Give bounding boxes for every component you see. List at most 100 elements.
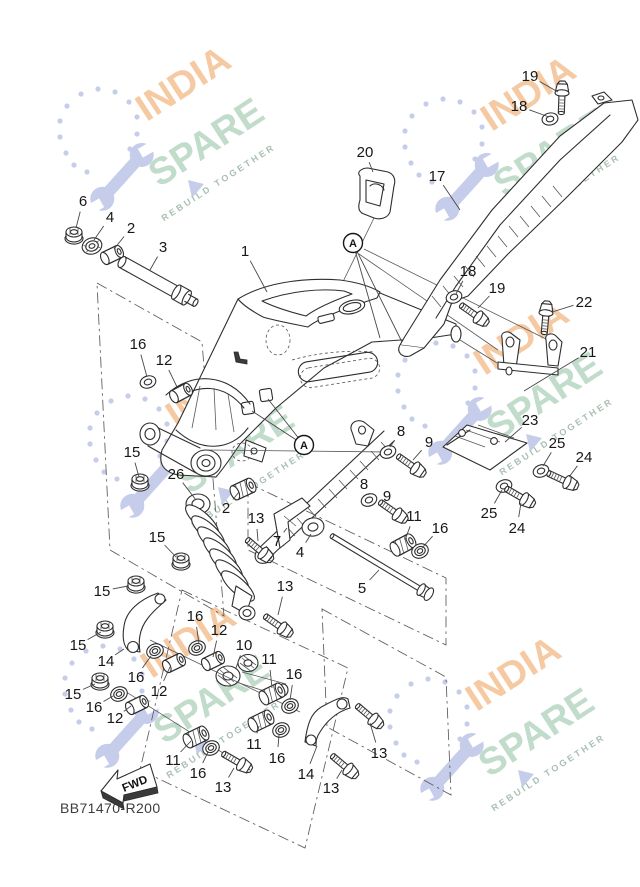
chain-case-part bbox=[273, 497, 311, 549]
callout-label-12: 12 bbox=[107, 710, 124, 727]
leader-line bbox=[235, 655, 241, 669]
nut-15 bbox=[90, 672, 110, 691]
fwd-arrow: FWD bbox=[100, 763, 159, 810]
callout-label-25: 25 bbox=[549, 435, 566, 452]
callout-label-1: 1 bbox=[241, 243, 249, 260]
leader-line bbox=[568, 465, 578, 478]
callout-label-22: 22 bbox=[576, 294, 593, 311]
callout-label-15: 15 bbox=[149, 529, 166, 546]
leader-line bbox=[269, 669, 273, 689]
orientation-mark bbox=[233, 351, 248, 365]
callout-label-16: 16 bbox=[269, 750, 286, 767]
leader-line bbox=[277, 596, 283, 616]
callout-label-13: 13 bbox=[248, 510, 265, 527]
tie-rod-part bbox=[329, 533, 435, 602]
leader-line bbox=[164, 544, 177, 558]
callout-label-2: 2 bbox=[222, 500, 230, 517]
leader-line bbox=[523, 357, 579, 392]
nut-15 bbox=[126, 575, 146, 594]
leader-line bbox=[542, 452, 552, 467]
callout-label-19: 19 bbox=[489, 280, 506, 297]
leader-line bbox=[369, 569, 380, 581]
leader-line bbox=[477, 295, 490, 309]
view-markers-layer: A A bbox=[251, 232, 403, 456]
callout-label-18: 18 bbox=[511, 98, 528, 115]
callout-label-15: 15 bbox=[94, 583, 111, 600]
callout-label-11: 11 bbox=[406, 508, 422, 525]
marker-leader-line bbox=[355, 252, 381, 339]
bushing-2 bbox=[227, 476, 259, 502]
callout-label-20: 20 bbox=[357, 144, 374, 161]
bolt-9 bbox=[392, 449, 430, 482]
callout-label-16: 16 bbox=[286, 666, 303, 683]
leader-line bbox=[163, 666, 171, 682]
washer-8 bbox=[377, 442, 399, 462]
leader-line bbox=[442, 184, 461, 211]
leader-line bbox=[82, 683, 96, 690]
nut-15 bbox=[95, 620, 115, 639]
leader-lines-layer bbox=[75, 81, 579, 779]
callout-label-11: 11 bbox=[165, 752, 181, 769]
callout-label-13: 13 bbox=[215, 779, 232, 796]
callout-label-26: 26 bbox=[168, 466, 185, 483]
callout-label-16: 16 bbox=[130, 336, 147, 353]
callout-label-25: 25 bbox=[481, 505, 498, 522]
bolt-24 bbox=[501, 481, 539, 512]
watermark-tile: INDIA SPARE REBUILD TOGETHER bbox=[57, 38, 277, 223]
group-boxes bbox=[96, 282, 452, 849]
callout-label-23: 23 bbox=[522, 412, 539, 429]
shock-absorber-part bbox=[185, 493, 256, 621]
leader-line bbox=[368, 162, 374, 173]
leader-line bbox=[504, 426, 522, 443]
leader-line bbox=[309, 745, 318, 764]
callout-label-6: 6 bbox=[79, 193, 87, 210]
leader-line bbox=[140, 354, 148, 378]
callout-label-12: 12 bbox=[151, 683, 168, 700]
leader-line bbox=[256, 725, 260, 734]
callout-label-4: 4 bbox=[106, 209, 114, 226]
callout-label-13: 13 bbox=[371, 745, 388, 762]
leader-line bbox=[529, 109, 550, 118]
callout-label-11: 11 bbox=[261, 651, 277, 668]
leader-line bbox=[551, 304, 574, 313]
bracket-part bbox=[497, 331, 563, 376]
marker-leader-line bbox=[267, 398, 299, 438]
leader-line bbox=[114, 648, 125, 656]
relay-arm-part bbox=[122, 592, 351, 747]
marker-leader-line bbox=[356, 251, 403, 343]
leader-line bbox=[228, 767, 235, 778]
callout-label-13: 13 bbox=[277, 578, 294, 595]
callout-label-21: 21 bbox=[580, 344, 597, 361]
callout-label-10: 10 bbox=[236, 637, 253, 654]
leader-line bbox=[518, 502, 522, 518]
callout-label-8: 8 bbox=[360, 476, 368, 493]
callout-label-16: 16 bbox=[128, 669, 145, 686]
leader-line bbox=[142, 655, 152, 669]
callout-label-15: 15 bbox=[70, 637, 87, 654]
leader-line bbox=[202, 751, 209, 764]
callout-label-14: 14 bbox=[98, 653, 115, 670]
leader-line bbox=[123, 705, 132, 712]
callout-label-15: 15 bbox=[124, 444, 141, 461]
leader-line bbox=[289, 684, 293, 701]
ring-16 bbox=[107, 683, 131, 705]
leader-line bbox=[369, 722, 377, 743]
callout-label-14: 14 bbox=[298, 766, 315, 783]
leader-line bbox=[113, 236, 125, 250]
callout-label-24: 24 bbox=[509, 520, 526, 537]
leader-line bbox=[256, 528, 259, 542]
chain-guide-part bbox=[358, 167, 396, 220]
callout-label-9: 9 bbox=[383, 488, 391, 505]
callout-label-15: 15 bbox=[65, 686, 82, 703]
callout-label-3: 3 bbox=[159, 239, 167, 256]
leader-line bbox=[494, 489, 503, 504]
callout-label-19: 19 bbox=[522, 68, 539, 85]
leader-line bbox=[182, 482, 197, 501]
leader-line bbox=[421, 535, 433, 549]
leader-line bbox=[283, 527, 288, 533]
callout-label-9: 9 bbox=[425, 434, 433, 451]
callout-label-16: 16 bbox=[190, 765, 207, 782]
